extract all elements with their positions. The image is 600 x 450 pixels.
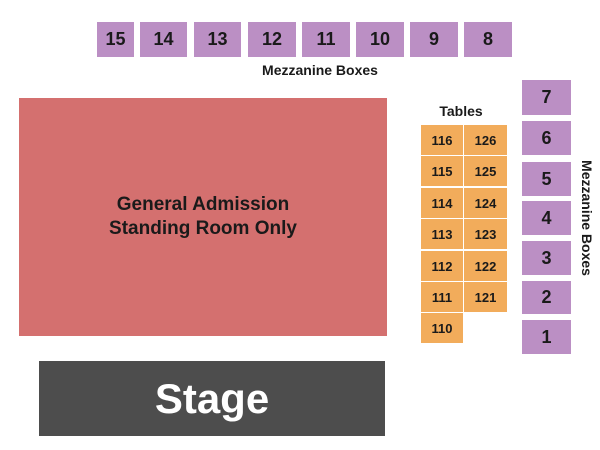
general-admission-line2: Standing Room Only (109, 218, 297, 239)
table-110[interactable]: 110 (421, 313, 463, 343)
mezzanine-box-14[interactable]: 14 (140, 22, 187, 57)
mezzanine-box-3[interactable]: 3 (522, 241, 571, 275)
table-123[interactable]: 123 (464, 219, 507, 249)
table-113[interactable]: 113 (421, 219, 463, 249)
table-111[interactable]: 111 (421, 282, 463, 312)
mezzanine-box-5[interactable]: 5 (522, 162, 571, 196)
mezzanine-box-4[interactable]: 4 (522, 201, 571, 235)
mezzanine-box-2[interactable]: 2 (522, 281, 571, 314)
mezzanine-box-6[interactable]: 6 (522, 121, 571, 155)
mezzanine-box-15[interactable]: 15 (97, 22, 134, 57)
table-125[interactable]: 125 (464, 156, 507, 186)
mezzanine-box-12[interactable]: 12 (248, 22, 296, 57)
mezzanine-box-11[interactable]: 11 (302, 22, 350, 57)
tables-label: Tables (439, 103, 483, 119)
mezzanine-top-label: Mezzanine Boxes (262, 62, 378, 78)
general-admission-section[interactable]: General Admission Standing Room Only (19, 98, 387, 336)
table-126[interactable]: 126 (464, 125, 507, 155)
mezzanine-box-7[interactable]: 7 (522, 80, 571, 115)
mezzanine-box-1[interactable]: 1 (522, 320, 571, 354)
mezzanine-box-9[interactable]: 9 (410, 22, 458, 57)
table-115[interactable]: 115 (421, 156, 463, 186)
table-112[interactable]: 112 (421, 251, 463, 281)
mezzanine-right-label: Mezzanine Boxes (579, 160, 595, 276)
general-admission-line1: General Admission (116, 194, 290, 215)
stage-label: Stage (154, 374, 270, 422)
mezzanine-box-13[interactable]: 13 (194, 22, 241, 57)
mezzanine-box-8[interactable]: 8 (464, 22, 512, 57)
stage: Stage (39, 361, 385, 436)
table-124[interactable]: 124 (464, 188, 507, 218)
table-116[interactable]: 116 (421, 125, 463, 155)
mezzanine-box-10[interactable]: 10 (356, 22, 404, 57)
table-122[interactable]: 122 (464, 251, 507, 281)
table-121[interactable]: 121 (464, 282, 507, 312)
table-114[interactable]: 114 (421, 188, 463, 218)
